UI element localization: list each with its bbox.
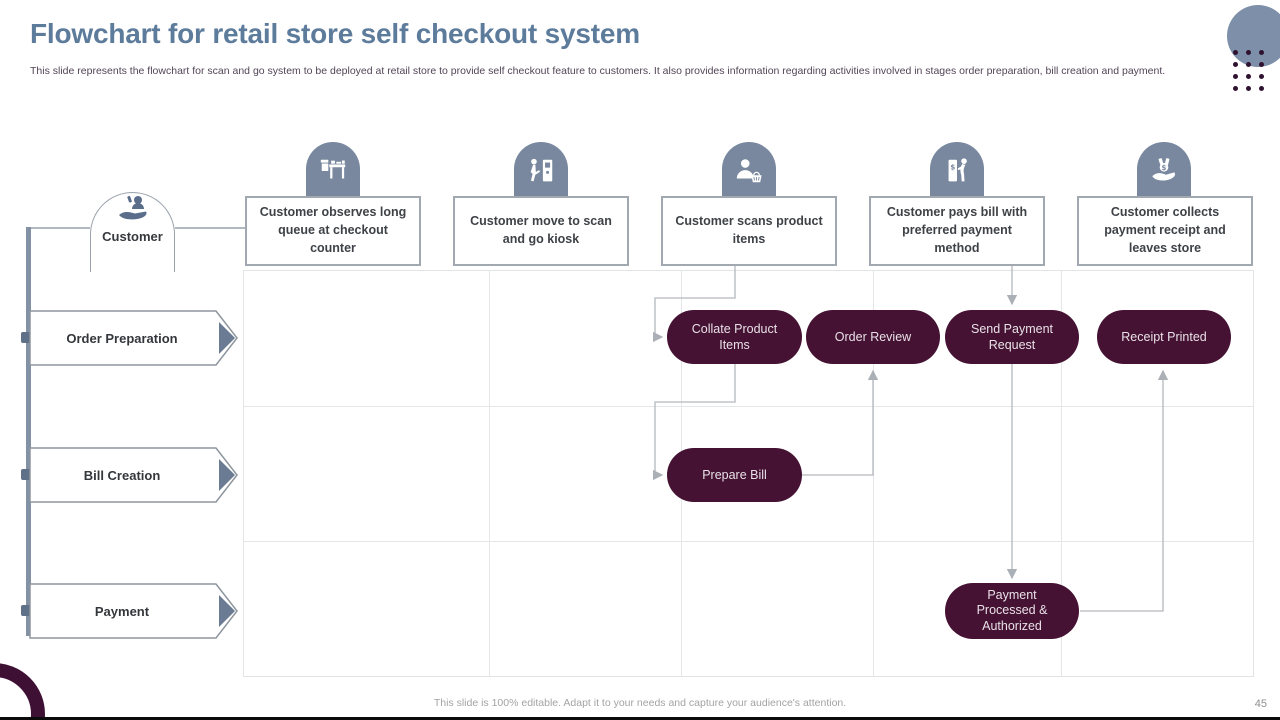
flow-node-prepare-bill[interactable]: Prepare Bill bbox=[667, 448, 802, 502]
lane-spine bbox=[26, 227, 31, 636]
checkout-counter-icon bbox=[320, 159, 346, 179]
grid-line bbox=[244, 541, 1253, 542]
lane-label-bill-creation[interactable]: Bill Creation bbox=[29, 447, 239, 503]
stage-box-collects-receipt[interactable]: Customer collects payment receipt and le… bbox=[1077, 196, 1253, 266]
flow-node-receipt-printed[interactable]: Receipt Printed bbox=[1097, 310, 1231, 364]
chevron-arrow-icon bbox=[219, 595, 235, 627]
stage-box-observes-queue[interactable]: Customer observes long queue at checkout… bbox=[245, 196, 421, 266]
footer-note: This slide is 100% editable. Adapt it to… bbox=[433, 697, 847, 709]
actor-label: Customer bbox=[102, 229, 163, 244]
lane-label-order-preparation[interactable]: Order Preparation bbox=[29, 310, 239, 366]
page-subtitle: This slide represents the flowchart for … bbox=[30, 65, 1166, 77]
lane-label-text: Bill Creation bbox=[83, 467, 161, 483]
stage-icon-arch: $ bbox=[1137, 142, 1191, 198]
dots-grid-decoration bbox=[1233, 50, 1264, 91]
stage-icon-arch bbox=[306, 142, 360, 198]
stage-icon-arch bbox=[514, 142, 568, 198]
stage-box-pays-bill[interactable]: Customer pays bill with preferred paymen… bbox=[869, 196, 1045, 266]
chevron-arrow-icon bbox=[219, 322, 235, 354]
actor-customer[interactable]: Customer bbox=[90, 192, 175, 272]
flow-node-send-payment-request[interactable]: Send Payment Request bbox=[945, 310, 1079, 364]
stage-icon-arch: $ bbox=[930, 142, 984, 198]
chevron-arrow-icon bbox=[219, 459, 235, 491]
lane-label-text: Payment bbox=[94, 603, 150, 619]
walk-to-kiosk-icon bbox=[530, 158, 553, 182]
payment-kiosk-icon: $ bbox=[948, 158, 967, 182]
bottom-bar bbox=[0, 717, 1280, 720]
grid-line bbox=[244, 406, 1253, 407]
page-title: Flowchart for retail store self checkout… bbox=[30, 18, 640, 49]
page-number: 45 bbox=[1254, 698, 1267, 710]
stage-box-scans-items[interactable]: Customer scans product items bbox=[661, 196, 837, 266]
flow-node-order-review[interactable]: Order Review bbox=[806, 310, 940, 364]
grid-line bbox=[489, 271, 490, 676]
stage-icon-arch bbox=[722, 142, 776, 198]
corner-ring-decoration bbox=[0, 663, 45, 720]
svg-text:$: $ bbox=[950, 163, 955, 172]
hand-receipt-icon: $ bbox=[1152, 158, 1176, 181]
lane-nub bbox=[21, 332, 32, 343]
lane-label-text: Order Preparation bbox=[66, 330, 178, 346]
lane-label-payment[interactable]: Payment bbox=[29, 583, 239, 639]
person-basket-icon bbox=[736, 159, 762, 183]
flow-node-collate-product-items[interactable]: Collate Product Items bbox=[667, 310, 802, 364]
lane-nub bbox=[21, 469, 32, 480]
hand-holding-person-icon bbox=[118, 195, 147, 220]
flow-node-payment-processed-authorized[interactable]: Payment Processed & Authorized bbox=[945, 583, 1079, 639]
stage-box-move-to-kiosk[interactable]: Customer move to scan and go kiosk bbox=[453, 196, 629, 266]
svg-text:$: $ bbox=[1162, 163, 1167, 172]
grid-line bbox=[1061, 271, 1062, 676]
lane-nub bbox=[21, 605, 32, 616]
corner-circle-decoration bbox=[1227, 5, 1280, 67]
